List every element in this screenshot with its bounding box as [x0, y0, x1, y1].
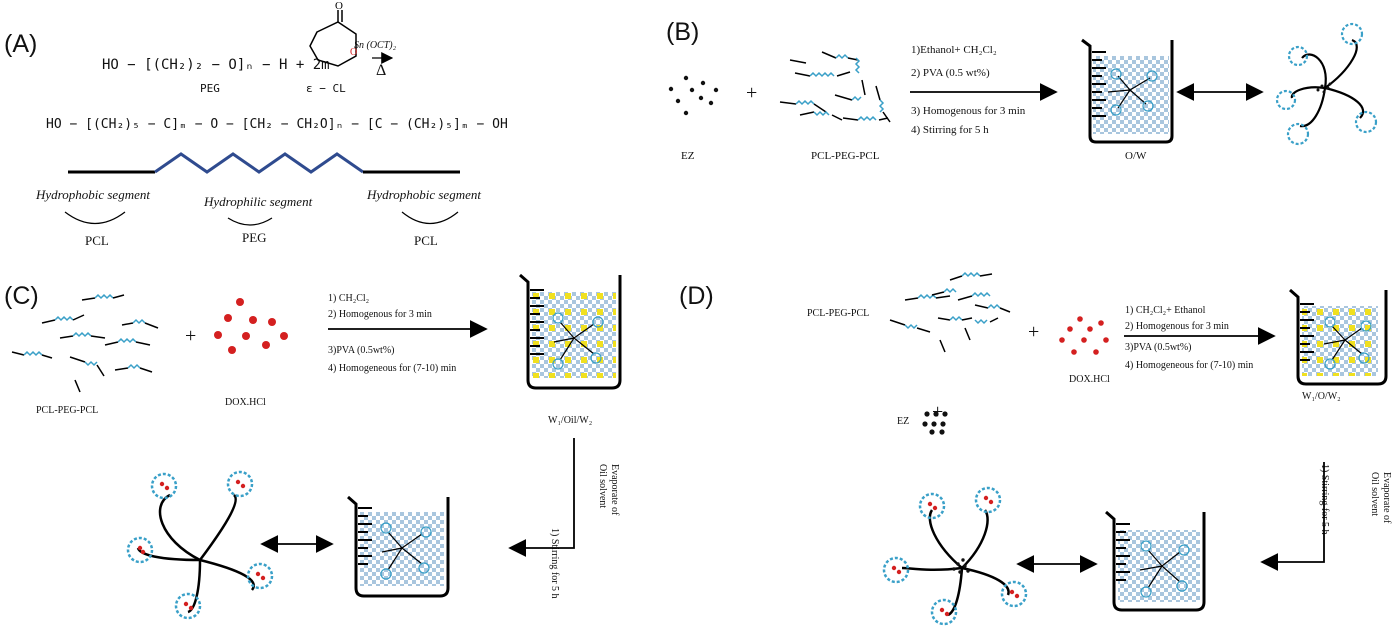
micelle-core-d — [952, 558, 970, 574]
beaker-b — [1081, 38, 1174, 144]
copolymer-formula: HO − [(CH₂)₅ − C]ₘ − O − [CH₂ − CH₂O]ₙ −… — [46, 117, 508, 132]
emulsion-label: W₁/Oil/W₂ — [548, 415, 593, 426]
step-label: 1) CH₂Cl₂+ Ethanol — [1125, 305, 1206, 316]
step-label: 2) PVA (0.5 wt%) — [911, 67, 990, 79]
micelle-d — [882, 486, 1028, 626]
heat-label: Δ — [376, 62, 387, 79]
emulsion-label: W₁/O/W₂ — [1302, 391, 1341, 402]
micelle-core-b — [1316, 82, 1332, 94]
polymer-chains-c — [11, 293, 159, 393]
step-label: 2) Homogenous for 3 min — [1125, 321, 1229, 332]
dox-molecules-d — [1059, 316, 1109, 355]
reaction-equation: HO − [(CH₂)₂ − O]ₙ − H + 2m — [102, 57, 330, 73]
dox-label: DOX.HCl — [225, 397, 266, 408]
ez-molecules — [668, 75, 719, 116]
polymer-chains-d — [889, 271, 1011, 353]
micelle-b — [1275, 22, 1378, 146]
panel-c-label: (C) — [4, 282, 39, 310]
beaker-c-top — [519, 273, 622, 390]
step-label: 3)PVA (0.5wt%) — [1125, 342, 1192, 353]
step-label: 1)Ethanol+ CH₂Cl₂ — [911, 44, 997, 56]
polymer-label: PCL-PEG-PCL — [811, 150, 880, 162]
micelle-c — [126, 470, 274, 620]
plus-sign: + — [1028, 321, 1040, 343]
step-label: 4) Homogeneous for (7-10) min — [328, 363, 457, 374]
peg-reactant-label: PEG — [200, 82, 220, 95]
plus-sign: + — [185, 325, 197, 347]
panel-d-label: (D) — [679, 282, 714, 310]
polymer-chains-b — [779, 51, 891, 123]
ring-oxygen-carbonyl: O — [335, 0, 343, 12]
emulsion-label: O/W — [1125, 150, 1147, 162]
segment-2-polymer: PEG — [242, 230, 267, 245]
ring-oxygen: O — [350, 47, 357, 58]
segment-1-polymer: PCL — [85, 233, 109, 248]
dox-molecules — [214, 298, 288, 354]
downstream-arrow — [508, 438, 575, 557]
polymer-label: PCL-PEG-PCL — [807, 308, 870, 319]
plus-sign: + — [746, 82, 758, 104]
step-label: 3) Homogenous for 3 min — [911, 105, 1026, 117]
ez-label: EZ — [897, 416, 910, 427]
micelle-dox-c — [137, 479, 266, 611]
segment-braces — [64, 211, 459, 226]
step-label: 1) CH₂Cl₂ — [328, 293, 370, 304]
downstream-arrow — [1260, 462, 1325, 571]
ez-molecules-d — [922, 411, 948, 435]
panel-a-label: (A) — [4, 30, 38, 58]
copolymer-backbone — [68, 152, 460, 174]
polymer-label: PCL-PEG-PCL — [36, 405, 99, 416]
caprolactone-ring — [309, 10, 357, 67]
step-label: 2) Homogenous for 3 min — [328, 309, 432, 320]
ez-label: EZ — [681, 150, 695, 162]
catalyst-label: Sn (OCT)₂ — [354, 40, 397, 51]
beaker-d-top — [1289, 288, 1388, 386]
beaker-d-bottom — [1105, 510, 1206, 612]
segment-2-name: Hydrophilic segment — [204, 194, 313, 209]
panel-b-label: (B) — [666, 18, 700, 46]
dox-label: DOX.HCl — [1069, 374, 1110, 385]
step-label: 4) Homogeneous for (7-10) min — [1125, 360, 1254, 371]
segment-3-name: Hydrophobic segment — [367, 187, 481, 202]
beaker-c-bottom — [347, 495, 450, 598]
micelle-dox-d — [891, 495, 1020, 617]
step-label: 3)PVA (0.5wt%) — [328, 345, 395, 356]
segment-1-name: Hydrophobic segment — [36, 187, 150, 202]
segment-3-polymer: PCL — [414, 233, 438, 248]
step-label: 4) Stirring for 5 h — [911, 124, 989, 136]
caprolactone-label: ε − CL — [306, 82, 346, 95]
